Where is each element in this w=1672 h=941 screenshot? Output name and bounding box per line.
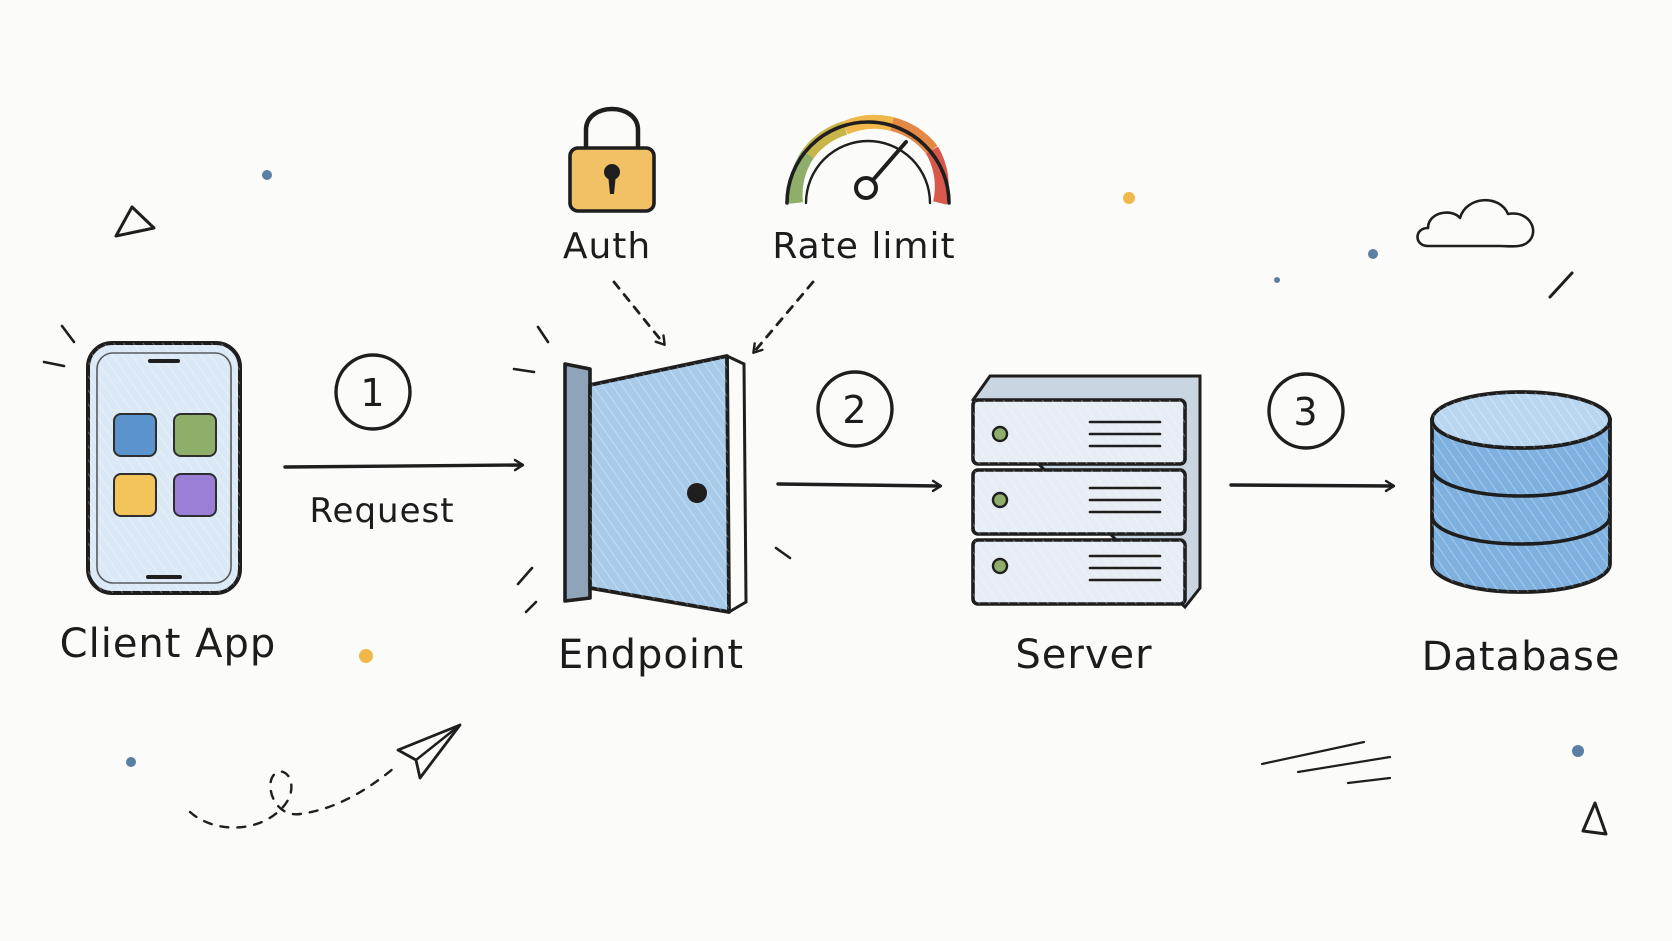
dot-decoration — [359, 649, 373, 663]
step-number: 1 — [360, 371, 385, 415]
endpoint-node: Endpoint — [558, 354, 748, 678]
endpoint-to-server-edge: 2 — [776, 370, 943, 493]
app-tile-icon — [173, 473, 217, 517]
server-to-database-edge: 3 — [1229, 372, 1396, 493]
app-tile-icon — [113, 413, 157, 457]
step-number: 3 — [1293, 390, 1318, 434]
rate-limit-policy: Rate limit — [752, 114, 955, 354]
client-app-label: Client App — [60, 621, 277, 667]
cloud-icon — [1416, 198, 1535, 248]
endpoint-label: Endpoint — [558, 632, 744, 678]
decorations — [42, 170, 1608, 836]
server-node: Server — [971, 374, 1202, 678]
request-edge: 1 Request — [283, 353, 525, 531]
dot-decoration — [262, 170, 272, 180]
dot-decoration — [1274, 277, 1280, 283]
auth-policy: Auth — [563, 106, 666, 346]
step-badge — [1267, 372, 1345, 450]
server-rack-icon — [971, 374, 1202, 610]
step-number: 2 — [842, 388, 867, 432]
burst-lines — [42, 324, 792, 614]
triangle-decoration — [1581, 801, 1608, 836]
dot-decoration — [126, 757, 136, 767]
request-label: Request — [309, 491, 454, 531]
client-app-node: Client App — [60, 341, 277, 667]
step-badge — [816, 370, 894, 448]
paper-plane-icon — [188, 723, 462, 829]
triangle-decoration — [114, 205, 156, 238]
dot-decoration — [1368, 249, 1378, 259]
database-label: Database — [1422, 634, 1621, 680]
door-frame — [563, 362, 592, 603]
motion-lines — [1260, 740, 1392, 785]
door-knob — [687, 483, 707, 503]
auth-label: Auth — [563, 226, 651, 267]
server-label: Server — [1015, 632, 1152, 678]
step-badge — [334, 353, 412, 431]
database-node: Database — [1422, 390, 1621, 680]
rate-limit-label: Rate limit — [772, 226, 955, 267]
dash-decoration — [1548, 271, 1574, 299]
app-tile-icon — [113, 473, 157, 517]
app-tile-icon — [173, 413, 217, 457]
database-icon — [1430, 390, 1612, 594]
speedometer-icon — [785, 114, 951, 205]
dot-decoration — [1123, 192, 1135, 204]
padlock-icon — [583, 106, 641, 153]
dot-decoration — [1572, 745, 1584, 757]
